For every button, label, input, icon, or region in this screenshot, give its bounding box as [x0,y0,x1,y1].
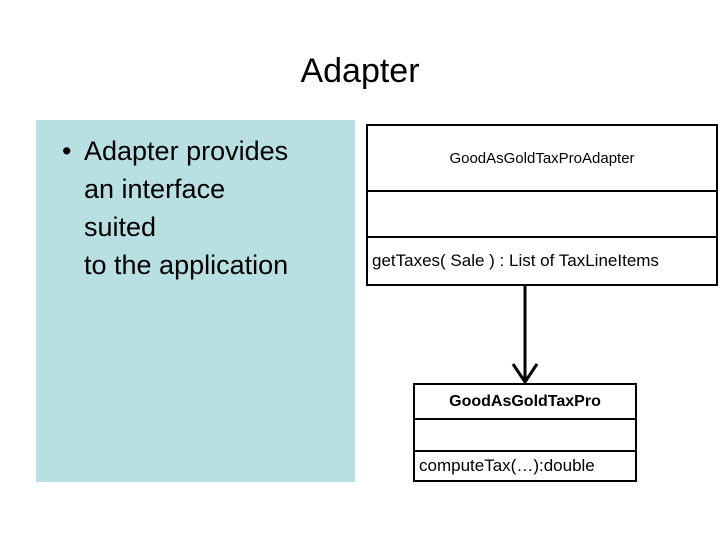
uml-operation: getTaxes( Sale ) : List of TaxLineItems [368,236,716,284]
bullet-text-line: Adapter provides [84,136,289,166]
bullet-list: • Adapter provides an interface suited t… [36,132,355,284]
uml-attributes-compartment [368,190,716,236]
uml-attributes-compartment [415,418,635,450]
bullet-panel: • Adapter provides an interface suited t… [36,120,355,482]
uml-class-name: GoodAsGoldTaxProAdapter [449,149,635,167]
bullet-text-line: to the application [84,250,289,280]
uml-class-name: GoodAsGoldTaxPro [449,392,601,410]
bullet-text-line: suited [84,212,157,242]
page-title: Adapter [300,52,420,90]
uml-class-taxpro: GoodAsGoldTaxPro computeTax(…):double [413,383,637,482]
uml-dependency-arrow [511,284,539,385]
list-item: • Adapter provides an interface suited t… [36,132,355,284]
uml-class-adapter: GoodAsGoldTaxProAdapter getTaxes( Sale )… [366,124,718,286]
bullet-dot-icon: • [62,136,72,166]
bullet-text-line: an interface [84,174,226,204]
uml-operation: computeTax(…):double [415,450,635,480]
